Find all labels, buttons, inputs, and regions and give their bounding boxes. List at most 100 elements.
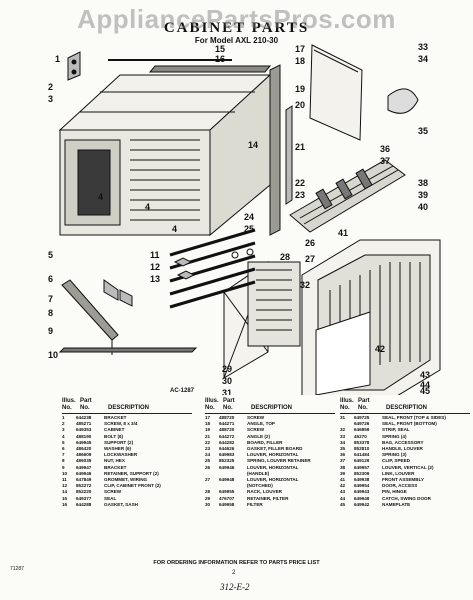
callout: 43 (420, 370, 430, 380)
header-description: DESCRIPTION (108, 405, 150, 411)
part-no: 649949 (354, 495, 370, 501)
part-description: ANGLE (2) (247, 433, 270, 439)
callout: 37 (380, 156, 390, 166)
table-header: Illus.Part (62, 398, 192, 405)
callout: 45 (420, 386, 430, 395)
part-description: BOLT (6) (104, 433, 124, 439)
part-no: 649958 (219, 501, 235, 507)
callout: 5 (48, 250, 53, 260)
illus-no: 7 (62, 452, 65, 458)
part-description: RETAINER, SUPPORT (2) (104, 470, 159, 476)
callout: 4 (98, 192, 103, 202)
part-no: 644626 (219, 446, 235, 452)
callout: 19 (295, 84, 305, 94)
callout: 16 (215, 54, 225, 64)
callout: 6 (48, 274, 53, 284)
header-no2: No. (223, 405, 233, 411)
part-no: 649946 (76, 470, 92, 476)
part-no: 649954 (354, 483, 370, 489)
callout: 24 (244, 212, 254, 222)
table-row: 21 644272 ANGLE (2) (205, 434, 335, 440)
illus-no: 35 (340, 446, 346, 452)
part-no: 488720 (219, 415, 235, 420)
part-description: ANGLE, TOP (247, 421, 275, 427)
part-no: 649942 (354, 501, 370, 507)
header-part: Part (223, 398, 235, 404)
table-header: No. No. DESCRIPTION (205, 405, 335, 412)
callout: 32 (300, 280, 310, 290)
illus-no: 33 (340, 433, 346, 439)
illus-no: 30 (205, 501, 211, 507)
part-no: 486609 (76, 452, 92, 458)
callout: 12 (150, 262, 160, 272)
header-no: No. (62, 405, 72, 411)
callout: 31 (222, 388, 232, 395)
header-illus: Illus. (205, 398, 219, 404)
part-description: DOOR, ACCESS (382, 483, 418, 489)
callout: 4 (145, 202, 150, 212)
part-no: 647849 (76, 477, 92, 483)
part-no: 852325 (219, 458, 235, 464)
header-no: No. (205, 405, 215, 411)
handle-drawing (387, 88, 419, 114)
table-header: Illus. Part (205, 398, 335, 405)
part-description: LOUVER, HORIZONTAL (247, 464, 299, 470)
callout: 25 (244, 224, 254, 234)
callout: 3 (48, 94, 53, 104)
callout: 36 (380, 144, 390, 154)
part-description: (HANDLE) (247, 470, 270, 476)
part-no: 852220 (76, 489, 92, 495)
part-description: BAG, ACCESSORY (382, 439, 424, 445)
table-row: (HANDLE) (205, 471, 335, 477)
part-no: 45270 (354, 433, 367, 439)
callout: 14 (248, 140, 258, 150)
header-description: DESCRIPTION (251, 405, 293, 411)
part-no: 644238 (76, 415, 92, 420)
illus-no: 21 (205, 433, 211, 439)
page-title: CABINET PARTS (163, 20, 310, 36)
callout: 34 (418, 54, 428, 64)
part-no: 488190 (76, 433, 92, 439)
watermark: AppliancePartsPros.com (77, 4, 396, 34)
part-description: LOCKWASHER (104, 452, 138, 458)
part-no: 641484 (354, 452, 370, 458)
part-description: PIN, HINGE (382, 489, 407, 495)
illus-no: 25 (205, 458, 211, 464)
part-description: SCREW (104, 489, 122, 495)
callout: 28 (280, 252, 290, 262)
exploded-diagram: 1 2 3 4 4 4 5 6 7 8 9 10 11 12 13 14 15 … (48, 42, 441, 395)
part-no: 644272 (219, 433, 235, 439)
panel-drawing (309, 44, 363, 141)
drawing-code: AC-1287 (170, 388, 195, 394)
part-description: WASHER (6) (104, 446, 132, 452)
illus-no: 5 (62, 439, 65, 445)
part-no: 476707 (219, 495, 235, 501)
callout: 44 (420, 380, 430, 390)
callout: 41 (338, 228, 348, 238)
part-description: (NOTCHED) (247, 483, 273, 489)
part-no: 488720 (219, 427, 235, 433)
part-no: 649948 (219, 477, 235, 483)
part-description: SEAL (104, 495, 117, 501)
part-no: 644288 (76, 501, 92, 507)
illus-no: 18 (205, 421, 211, 427)
header-part: Part (80, 398, 92, 404)
illus-no: 19 (205, 427, 211, 433)
part-description: BOARD, FILLER (247, 439, 283, 445)
illus-no: 3 (62, 427, 65, 433)
callout: 27 (305, 254, 315, 264)
